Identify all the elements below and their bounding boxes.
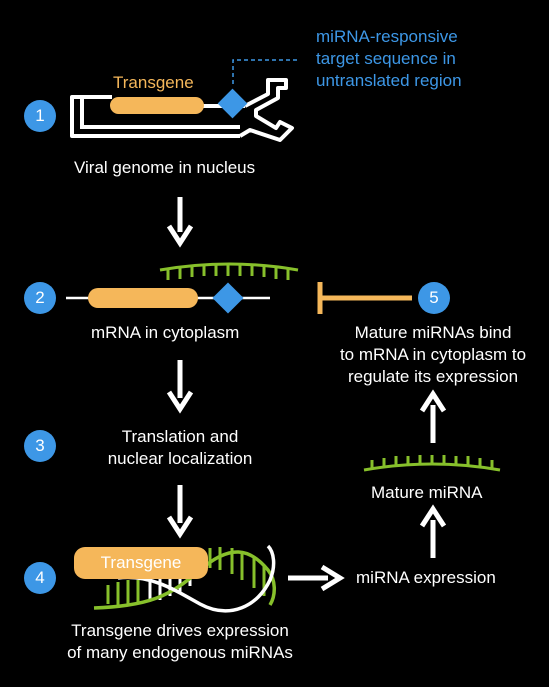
step-3-label-line1: Translation and	[121, 427, 239, 446]
target-note-line3: untranslated region	[316, 71, 462, 90]
step-2-label: mRNA in cytoplasm	[91, 323, 240, 342]
dna-transgene-capsule	[74, 547, 208, 579]
dna-transgene-label: Transgene	[100, 553, 182, 572]
arrow-up-icon	[419, 504, 447, 558]
target-callout-line	[232, 59, 300, 84]
mirna-expression-label: miRNA expression	[356, 568, 496, 587]
dna-helix	[74, 544, 276, 613]
genome-transgene-label: Transgene	[113, 73, 194, 92]
arrow-up-icon	[419, 389, 447, 443]
mature-mirna-label: Mature miRNA	[371, 483, 483, 502]
mrna-target-diamond	[212, 282, 244, 314]
step-1-badge: 1	[24, 100, 56, 132]
viral-genome	[70, 59, 300, 142]
step-2-badge: 2	[24, 282, 56, 314]
step-4-badge: 4	[24, 562, 56, 594]
genome-right-hairpin	[238, 78, 294, 142]
arrow-right-icon	[288, 564, 345, 592]
target-note-line2: target sequence in	[316, 49, 456, 68]
step-5-badge: 5	[418, 282, 450, 314]
helix-rungs-white	[148, 564, 192, 600]
mrna	[66, 282, 270, 314]
helix-rungs-green	[106, 547, 266, 605]
helix-backbone-white	[117, 544, 276, 613]
genome-target-diamond	[217, 88, 248, 119]
step-4-label-line1: Transgene drives expression	[71, 621, 289, 640]
step-1-label: Viral genome in nucleus	[74, 158, 256, 177]
step-5-label-line2: to mRNA in cytoplasm to	[339, 345, 527, 364]
mirna-strand-icon	[363, 455, 501, 472]
step-4-label-line2: of many endogenous miRNAs	[67, 643, 293, 662]
arrow-down-icon	[166, 360, 194, 414]
step-5-label-line1: Mature miRNAs bind	[354, 323, 512, 342]
arrow-down-icon	[166, 197, 194, 248]
step-5-label-line3: regulate its expression	[347, 367, 519, 386]
helix-backbone-green	[93, 550, 276, 610]
step-3-label-line2: nuclear localization	[107, 449, 253, 468]
arrow-down-icon	[166, 485, 194, 539]
step-3-badge: 3	[24, 430, 56, 462]
genome-transgene-capsule	[110, 97, 204, 114]
inhibition-bar-icon	[317, 282, 412, 314]
mrna-transgene-capsule	[88, 288, 198, 308]
genome-top-strand	[72, 95, 240, 129]
mirna-strand-icon	[159, 262, 299, 280]
target-note-line1: miRNA-responsive	[316, 27, 458, 46]
